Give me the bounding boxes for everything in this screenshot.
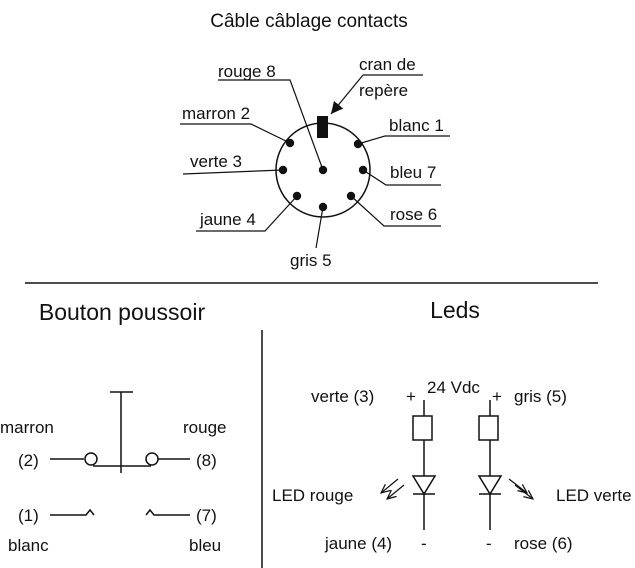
label-plus-right: + [492,387,502,406]
contact-left-terminal [84,452,98,466]
label-rose-6: rose 6 [390,205,437,224]
leader-blanc-1 [357,135,450,145]
label-blanc-1: blanc 1 [389,116,444,135]
leader-verte-3 [182,169,284,175]
label-rouge: rouge [183,418,226,437]
notch-arrow [330,74,364,115]
label-gris-5: gris 5 [290,251,332,270]
contact2-right [145,508,190,516]
label-24vdc: 24 Vdc [427,378,480,397]
left-resistor [412,415,433,441]
leader-rose-6 [350,195,441,227]
label-2: (2) [18,451,39,470]
leds-title: Leds [430,297,480,323]
label-minus-left: - [421,534,427,553]
label-jaune-4-led: jaune (4) [324,534,392,553]
label-1: (1) [18,506,39,525]
leader-jaune-4 [196,195,298,232]
label-gris-5-led: gris (5) [514,387,567,406]
left-led-ray-2 [387,484,405,499]
label-repere: repère [359,81,408,100]
left-led-triangle [411,475,437,496]
label-rose-6-led: rose (6) [514,534,573,553]
label-blanc: blanc [8,536,49,555]
contact-right-terminal [145,452,159,466]
leader-rouge-8 [218,79,324,171]
left-led-ray-1 [381,478,399,493]
label-marron: marron [0,418,54,437]
connector-title: Câble câblage contacts [210,11,408,32]
right-resistor [478,415,499,441]
label-led-verte: LED verte [556,486,632,505]
leader-marron-2 [180,123,291,144]
label-marron-2: marron 2 [182,104,250,123]
label-led-rouge: LED rouge [272,486,353,505]
label-verte-3: verte 3 [190,152,242,171]
leader-gris-5 [315,206,324,249]
label-7: (7) [196,506,217,525]
pushbutton-section: Bouton poussoir marron (2) rouge (8) (1)… [0,299,226,555]
label-plus-left: + [406,387,416,406]
label-bleu: bleu [189,536,221,555]
leader-bleu-7 [362,169,441,186]
right-led-ray-1 [508,478,527,493]
label-cran-de: cran de [359,55,416,74]
label-rouge-8: rouge 8 [218,62,276,81]
pushbutton-title: Bouton poussoir [39,299,206,325]
label-jaune-4: jaune 4 [199,210,256,229]
right-led-triangle [477,475,503,496]
connector-section: Câble câblage contacts rouge 8 cran de r… [180,11,450,270]
notch-key [317,116,328,138]
contact2-left [50,508,95,516]
label-bleu-7: bleu 7 [390,163,436,182]
label-8: (8) [196,451,217,470]
leds-section: Leds verte (3) + 24 Vdc + gris (5) LED r… [272,297,632,553]
right-led-ray-2 [514,484,533,499]
label-minus-right: - [486,534,492,553]
label-verte-3-led: verte (3) [311,387,374,406]
